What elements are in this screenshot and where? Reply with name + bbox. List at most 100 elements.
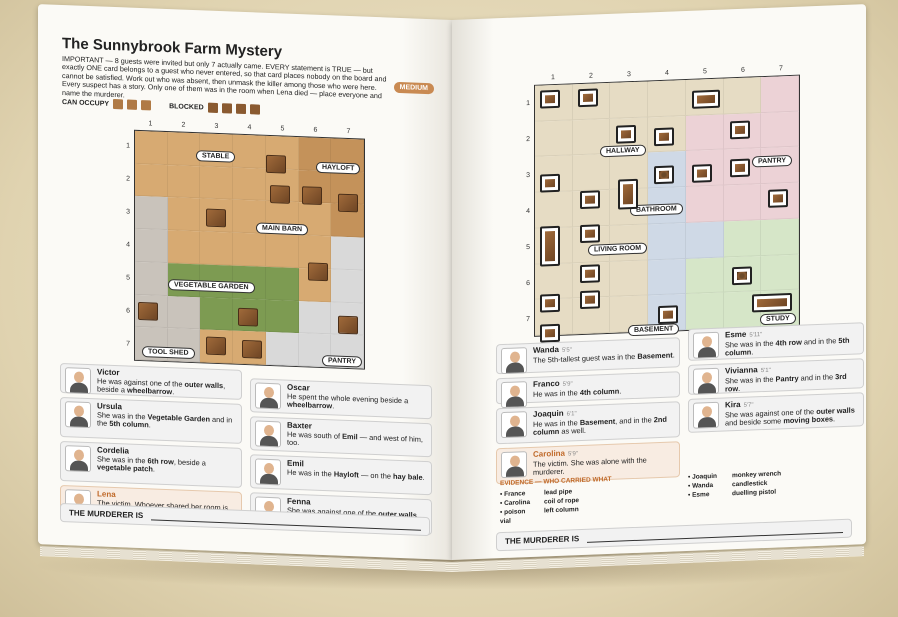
column-number: 1	[148, 120, 153, 128]
board-cell[interactable]	[200, 166, 234, 201]
board-cell[interactable]	[648, 258, 686, 296]
board-cell[interactable]	[200, 296, 234, 331]
suspect-height: 5'7"	[743, 402, 754, 409]
board-cell[interactable]	[685, 185, 724, 223]
board-cell[interactable]	[535, 120, 573, 158]
board-cell[interactable]	[167, 295, 201, 330]
board-cell[interactable]	[135, 228, 168, 263]
board-cell[interactable]	[233, 134, 266, 169]
board-cell[interactable]	[135, 261, 168, 296]
board-cell[interactable]	[723, 219, 762, 258]
board-cell[interactable]	[685, 114, 724, 152]
suspect-portrait-icon	[255, 458, 281, 486]
board-cell[interactable]	[135, 196, 168, 231]
board-cell[interactable]	[761, 218, 799, 256]
board-cell[interactable]	[167, 197, 201, 232]
board-cell[interactable]	[200, 231, 234, 266]
puzzle-book: The Sunnybrook Farm Mystery IMPORTANT — …	[32, 4, 868, 600]
row-number: 7	[126, 340, 130, 348]
suspect-height: 5'1"	[760, 367, 771, 375]
suspect-statement: He was in the Basement, and in the 2nd c…	[533, 414, 667, 438]
board-cell[interactable]	[610, 81, 649, 119]
column-number: 2	[181, 121, 186, 129]
barrel-icon	[235, 103, 246, 115]
door-icon	[580, 190, 600, 210]
board-cell[interactable]	[685, 257, 724, 295]
board-cell[interactable]	[648, 222, 686, 261]
board-cell[interactable]	[610, 260, 649, 298]
suspect-height: 5'5"	[561, 347, 572, 354]
board-cell[interactable]	[265, 332, 299, 367]
board-cell[interactable]	[233, 167, 266, 202]
suspect-portrait-icon	[255, 420, 281, 448]
board-cell[interactable]	[723, 184, 762, 222]
row-number: 5	[126, 274, 130, 282]
row-number: 6	[126, 307, 130, 315]
picture-icon	[654, 127, 674, 147]
board-cell[interactable]	[723, 77, 762, 115]
row-number: 5	[526, 243, 530, 251]
board-cell[interactable]	[685, 221, 724, 259]
crate-icon	[270, 185, 290, 204]
room-label-basement: BASEMENT	[628, 323, 680, 337]
answer-line[interactable]	[151, 511, 421, 531]
note-icon	[692, 164, 712, 183]
room-label-hayloft: HAYLOFT	[316, 161, 361, 175]
board-cell[interactable]	[135, 130, 168, 165]
bench-icon	[127, 99, 138, 110]
board-cell[interactable]	[685, 292, 724, 331]
shelf-icon	[302, 186, 322, 206]
board-cell[interactable]	[761, 111, 799, 149]
suspect-height: 5'9"	[568, 451, 578, 458]
board-cell[interactable]	[535, 191, 573, 229]
board-cell[interactable]	[233, 232, 266, 267]
answer-line[interactable]	[587, 524, 843, 543]
room-label-tool-shed: TOOL SHED	[142, 346, 195, 360]
stand-icon	[616, 124, 636, 144]
vegetable-patch-icon	[238, 307, 258, 327]
room-label-living-room: LIVING ROOM	[588, 242, 648, 256]
row-number: 4	[526, 207, 530, 215]
armchair-icon	[578, 88, 598, 108]
suspect-portrait-icon	[65, 445, 91, 473]
board-cell[interactable]	[572, 154, 611, 192]
shelf-icon	[730, 158, 750, 178]
bathtub-icon	[618, 178, 638, 210]
stool-icon	[141, 100, 152, 111]
board-cell[interactable]	[648, 80, 686, 118]
board-cell[interactable]	[761, 254, 799, 292]
room-label-stable: STABLE	[196, 150, 236, 163]
board-cell[interactable]	[298, 300, 332, 335]
column-number: 2	[589, 72, 593, 80]
board-cell[interactable]	[265, 266, 299, 301]
board-cell[interactable]	[167, 132, 201, 167]
suspect-portrait-icon	[693, 367, 719, 395]
board-cell[interactable]	[331, 269, 364, 304]
board-cell[interactable]	[265, 299, 299, 334]
board-cell[interactable]	[265, 233, 299, 268]
board-cell[interactable]	[167, 164, 201, 199]
board-cell[interactable]	[167, 230, 201, 265]
suspect-portrait-icon	[255, 382, 281, 410]
murderer-label: THE MURDERER IS	[69, 508, 144, 521]
board-cell[interactable]	[761, 75, 799, 113]
board-cell[interactable]	[135, 163, 168, 198]
board-cell[interactable]	[331, 236, 364, 271]
stool-icon	[580, 290, 600, 310]
row-number: 2	[526, 135, 530, 143]
suspect-statement: She was against one of the outer walls a…	[725, 405, 855, 428]
